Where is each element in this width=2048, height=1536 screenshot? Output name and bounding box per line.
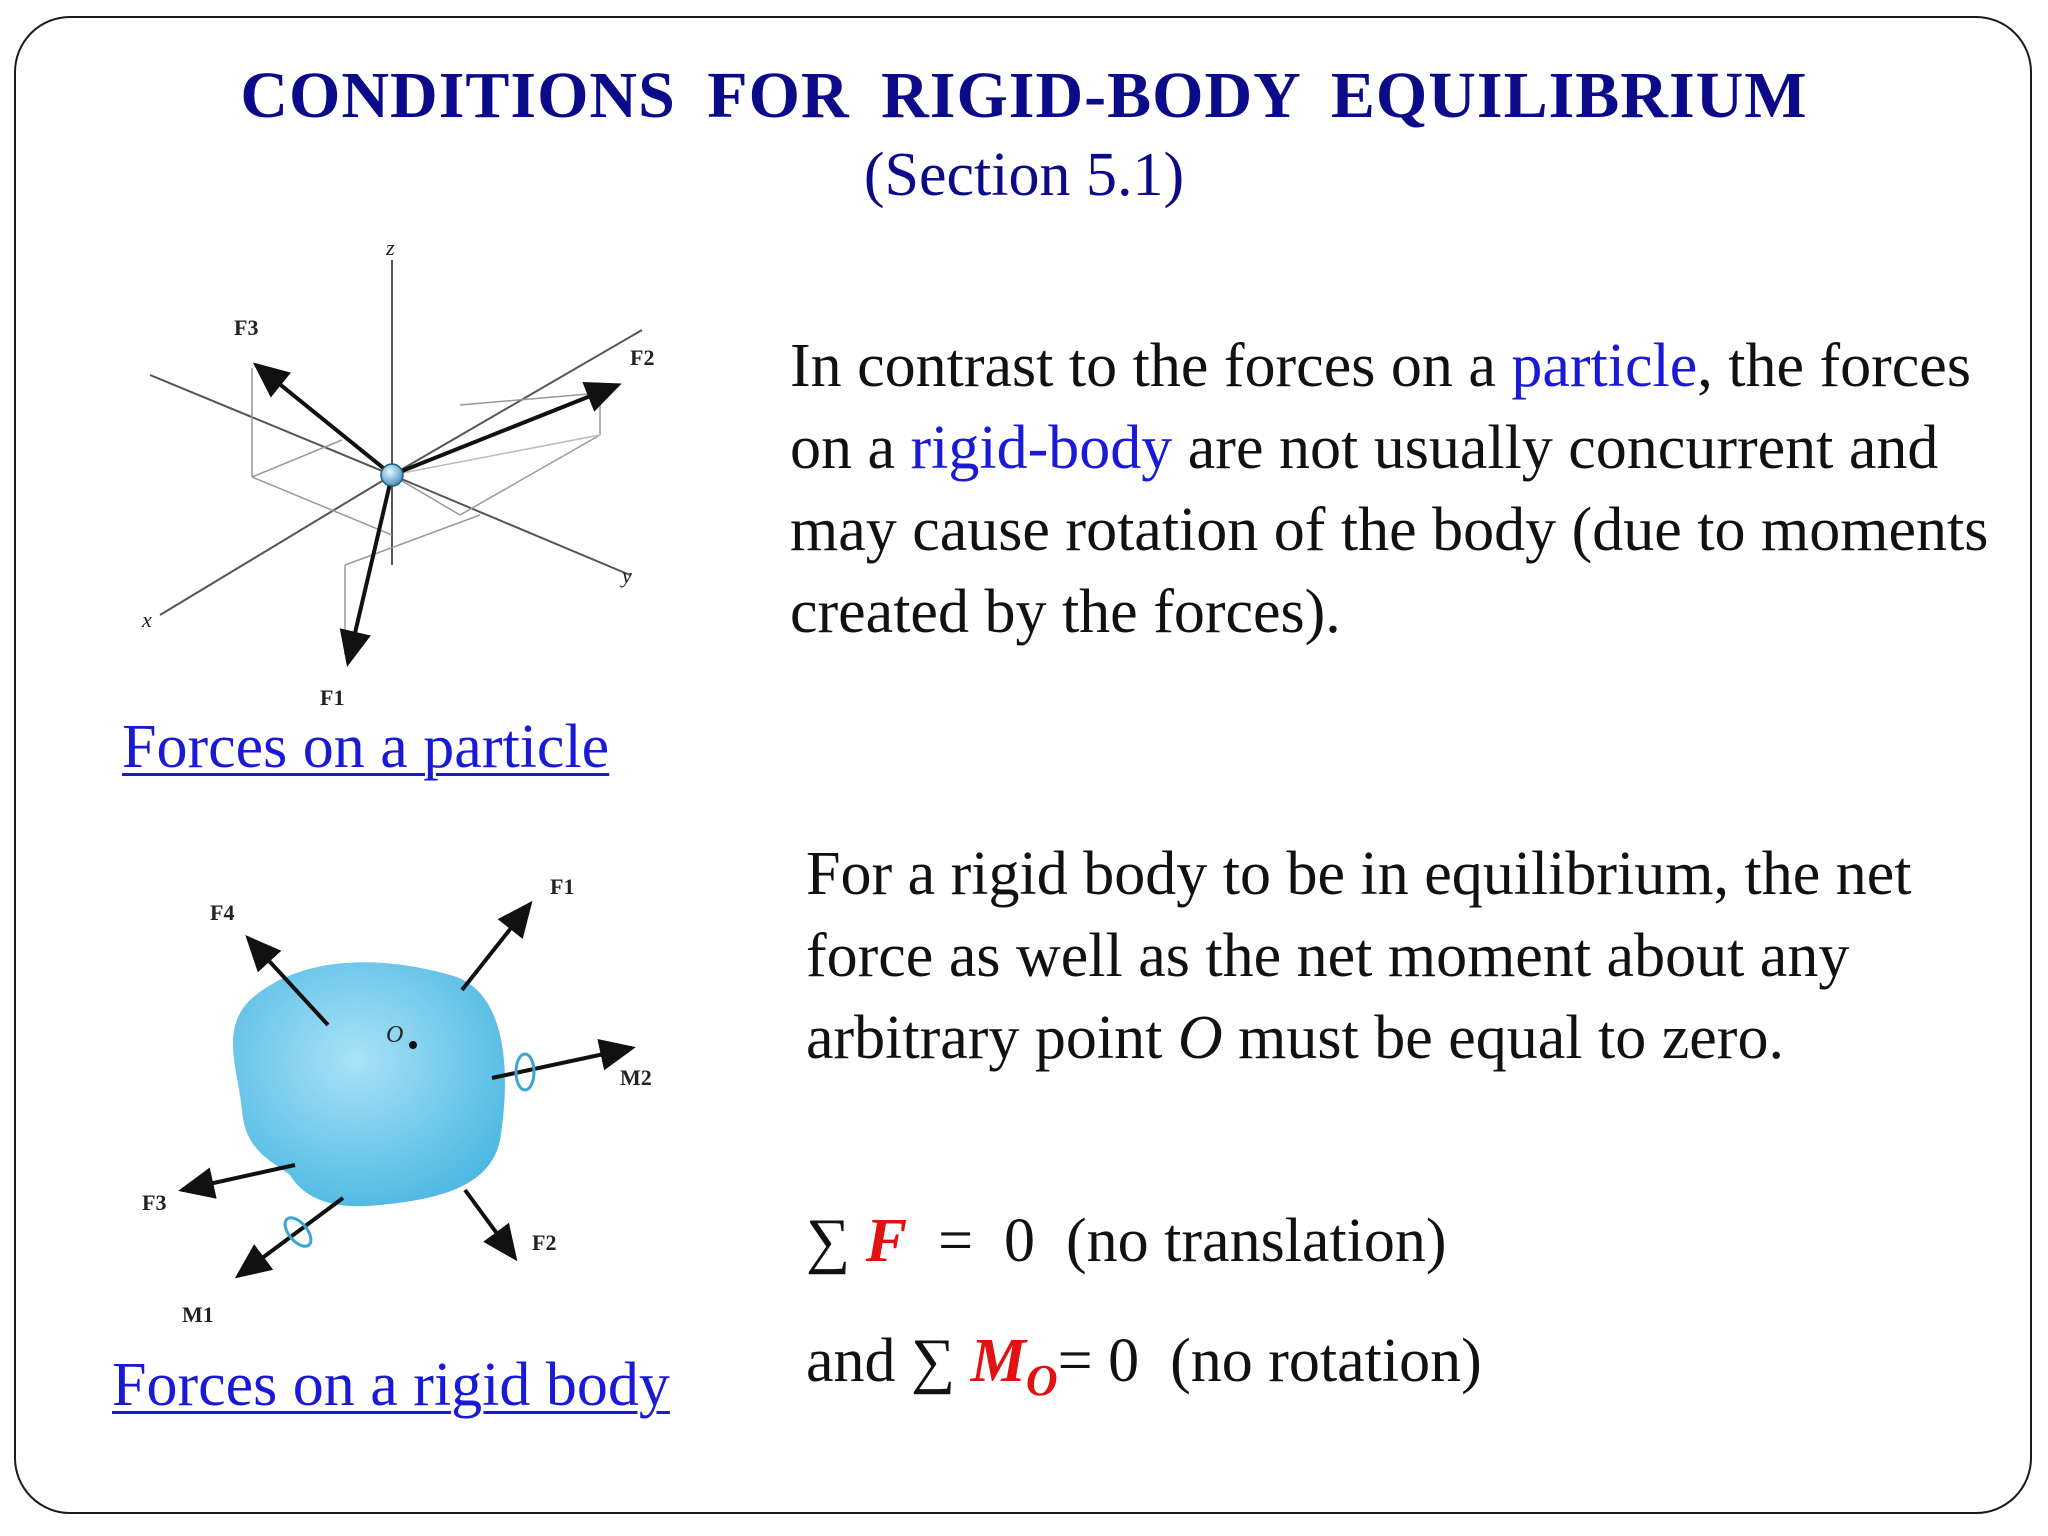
f3-arrow xyxy=(252,362,394,477)
equilibrium-condition-paragraph: For a rigid body to be in equilibrium, t… xyxy=(806,833,2006,1079)
f1-arrow xyxy=(460,900,533,992)
x-axis xyxy=(159,474,393,616)
forces-on-rigid-body-caption[interactable]: Forces on a rigid body xyxy=(112,1351,670,1419)
f1-label: F1 xyxy=(550,874,574,899)
point-o-term: O xyxy=(1177,1004,1223,1072)
m1-rotation-icon xyxy=(283,1216,313,1248)
m1-label: M1 xyxy=(182,1302,214,1327)
x-axis-back xyxy=(149,374,393,476)
rigid-body-shape xyxy=(232,962,505,1207)
f3-arrow xyxy=(178,1163,296,1199)
force-equilibrium-equation: ∑ F = 0 (no translation) xyxy=(806,1206,1447,1277)
moment-subscript: O xyxy=(1025,1356,1058,1405)
point-o-dot xyxy=(409,1041,417,1049)
paragraph1-text-a: In contrast to the forces on a xyxy=(790,332,1512,400)
f2-label: F2 xyxy=(630,345,654,370)
f2-arrow xyxy=(463,1188,518,1262)
equation2-rest: = 0 (no rotation) xyxy=(1057,1327,1482,1395)
f1-arrow xyxy=(339,474,394,667)
f3-label: F3 xyxy=(234,315,258,340)
paragraph1-text-c: are not usually concurrent and may cause… xyxy=(790,414,1989,646)
paragraph2-text-a: For a rigid body to be in equilibrium, t… xyxy=(806,840,1912,1072)
particle-vs-rigid-body-paragraph: In contrast to the forces on a particle,… xyxy=(790,325,2010,653)
slide-title: CONDITIONS FOR RIGID-BODY EQUILIBRIUM xyxy=(240,59,1808,132)
construction-lines xyxy=(251,368,601,655)
f4-arrow xyxy=(245,935,330,1027)
forces-on-particle-caption[interactable]: Forces on a particle xyxy=(122,713,610,781)
f2-label: F2 xyxy=(532,1230,556,1255)
axis-x-label: x xyxy=(141,607,152,632)
rigid-body-force-diagram: O F4 F1 M2 F3 F2 M1 xyxy=(142,874,652,1327)
y-axis xyxy=(391,474,631,576)
axis-y-label: y xyxy=(620,563,632,588)
particle xyxy=(380,463,404,487)
paragraph1-text-b: , the forces on a xyxy=(790,332,1971,482)
y-axis-back xyxy=(391,329,643,476)
equation1-rest: = 0 (no translation) xyxy=(907,1207,1447,1275)
moment-equilibrium-equation: and ∑ MO= 0 (no rotation) xyxy=(806,1326,1482,1406)
slide-subtitle: (Section 5.1) xyxy=(863,141,1185,209)
sum-symbol: ∑ xyxy=(806,1207,866,1275)
axis-z-label: z xyxy=(385,235,395,260)
f2-arrow xyxy=(391,381,622,477)
particle-force-diagram: z x y F3 F2 F1 xyxy=(141,235,654,710)
f4-label: F4 xyxy=(210,900,234,925)
moment-symbol: M xyxy=(970,1327,1026,1395)
paragraph2-text-b: must be equal to zero. xyxy=(1222,1004,1784,1072)
m2-arrow xyxy=(491,1039,636,1080)
point-o-label: O xyxy=(386,1022,403,1048)
slide-frame xyxy=(14,16,2032,1514)
m2-label: M2 xyxy=(620,1065,652,1090)
equation2-prefix: and ∑ xyxy=(806,1327,971,1395)
force-symbol: F xyxy=(865,1207,908,1275)
particle-term: particle xyxy=(1511,332,1698,400)
f3-label: F3 xyxy=(142,1190,166,1215)
m2-rotation-icon xyxy=(514,1052,536,1092)
f1-label: F1 xyxy=(320,685,344,710)
rigid-body-term: rigid-body xyxy=(910,414,1173,482)
